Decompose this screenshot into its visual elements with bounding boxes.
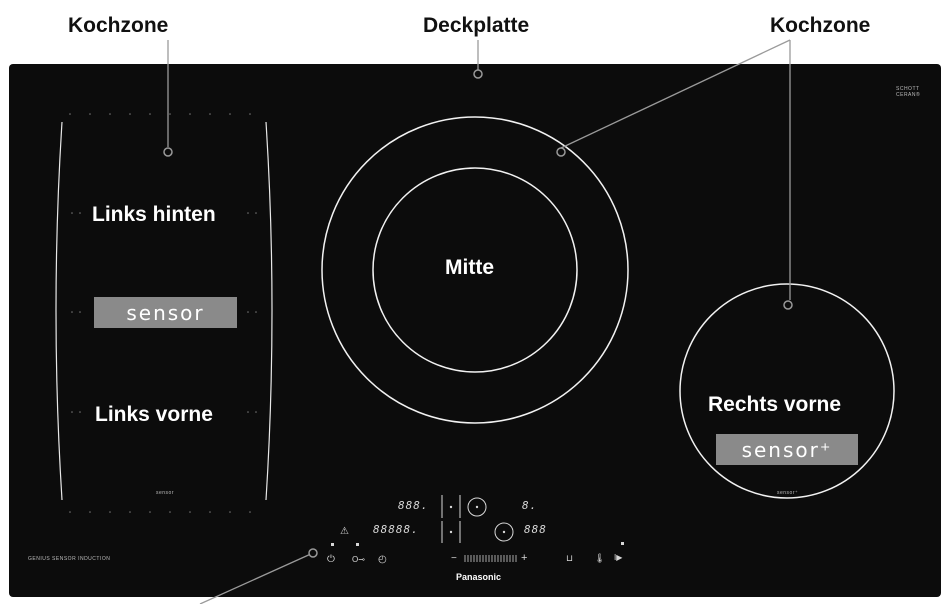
power-slider xyxy=(464,555,517,562)
callout-dots xyxy=(163,69,793,558)
right-front-ring xyxy=(679,283,895,499)
control-dots xyxy=(331,505,624,546)
schott-logo-line1: SCHOTT xyxy=(896,86,920,92)
callout-deckplatte: Deckplatte xyxy=(423,14,530,37)
play-pause-icon[interactable]: I▶ xyxy=(614,553,623,562)
zone-label-mitte: Mitte xyxy=(445,256,494,279)
callout-lines xyxy=(167,39,791,604)
sensor-plus-badge-right: sensor⁺ xyxy=(716,434,858,465)
slider-plus-button[interactable]: + xyxy=(521,552,528,564)
pot-icon[interactable]: ⊔ xyxy=(566,553,574,563)
display-bottom-left: 88888. xyxy=(373,523,419,536)
display-top-right: 8. xyxy=(522,499,538,512)
callout-kochzone-right: Kochzone xyxy=(770,14,871,37)
zone-label-rechts-vorne: Rechts vorne xyxy=(708,393,842,416)
zone-label-links-hinten: Links hinten xyxy=(92,203,216,226)
left-zone-dots xyxy=(69,113,257,513)
temperature-icon[interactable]: 🌡 xyxy=(594,553,606,563)
genius-sensor-print: GENIUS SENSOR INDUCTION xyxy=(28,556,111,562)
left-zone-sensor-print: sensor xyxy=(156,490,175,496)
timer-icon[interactable]: ◴ xyxy=(378,554,387,565)
display-top-left: 888. xyxy=(398,499,429,512)
display-bottom-right: 888 xyxy=(524,523,547,536)
power-icon[interactable]: ⏻ xyxy=(327,554,335,565)
control-marks xyxy=(441,495,514,543)
warning-icon: ⚠ xyxy=(340,526,349,537)
middle-outer-ring xyxy=(321,116,629,424)
schott-logo-line2: CERAN® xyxy=(896,92,921,98)
left-flex-zone xyxy=(55,121,273,501)
zone-label-links-vorne: Links vorne xyxy=(95,403,213,426)
panasonic-logo: Panasonic xyxy=(456,572,502,582)
key-lock-icon[interactable]: O⊸ xyxy=(352,555,365,564)
sensor-badge-left: sensor xyxy=(94,297,237,328)
right-zone-sensor-print: sensor⁺ xyxy=(777,490,799,496)
middle-inner-ring xyxy=(372,167,578,373)
slider-minus-button[interactable]: − xyxy=(451,553,457,564)
callout-kochzone-left: Kochzone xyxy=(68,14,169,37)
